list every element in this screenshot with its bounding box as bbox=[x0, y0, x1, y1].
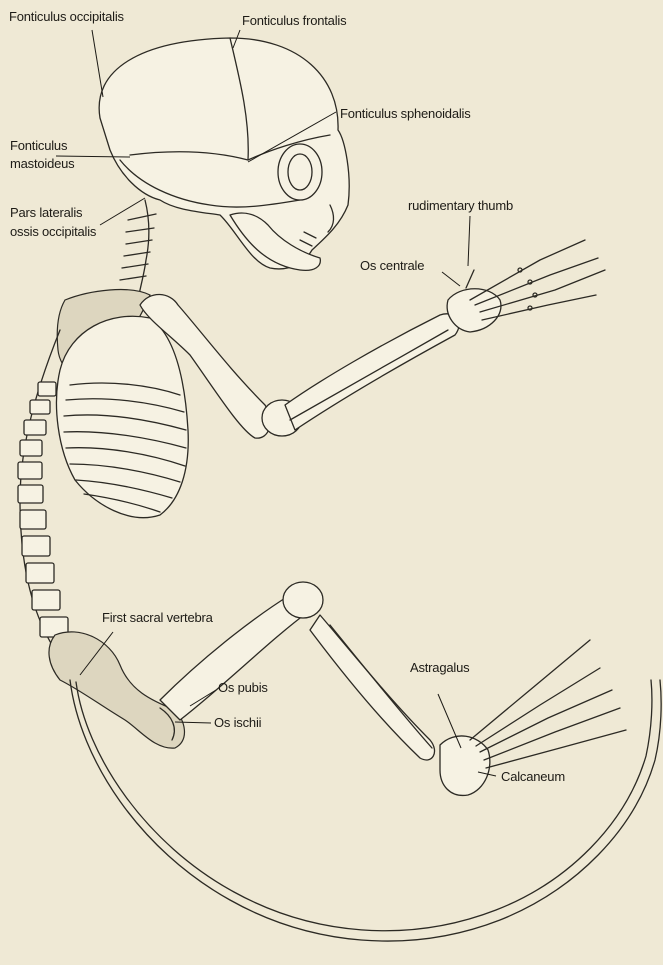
label-os-pubis: Os pubis bbox=[218, 680, 268, 696]
cervical-vertebrae bbox=[120, 200, 156, 300]
label-fonticulus-mastoideus-line1: Fonticulus bbox=[10, 138, 67, 154]
label-os-ischii: Os ischii bbox=[214, 715, 261, 731]
label-fonticulus-frontalis: Fonticulus frontalis bbox=[242, 13, 346, 29]
pelvis bbox=[49, 632, 184, 748]
label-calcaneum: Calcaneum bbox=[501, 769, 565, 785]
hand bbox=[447, 240, 605, 332]
label-os-centrale: Os centrale bbox=[360, 258, 424, 274]
label-rudimentary-thumb: rudimentary thumb bbox=[408, 198, 513, 214]
label-astragalus: Astragalus bbox=[410, 660, 469, 676]
hindlimb bbox=[160, 582, 435, 760]
label-pars-lateralis-line2: ossis occipitalis bbox=[10, 224, 96, 240]
rib-cage bbox=[56, 316, 188, 517]
label-first-sacral-vertebra: First sacral vertebra bbox=[102, 610, 213, 626]
label-fonticulus-occipitalis: Fonticulus occipitalis bbox=[9, 9, 124, 25]
forelimb bbox=[140, 294, 459, 438]
skull bbox=[99, 38, 349, 270]
label-pars-lateralis-line1: Pars lateralis bbox=[10, 205, 82, 221]
label-fonticulus-sphenoidalis: Fonticulus sphenoidalis bbox=[340, 106, 471, 122]
label-fonticulus-mastoideus-line2: mastoideus bbox=[10, 156, 74, 172]
